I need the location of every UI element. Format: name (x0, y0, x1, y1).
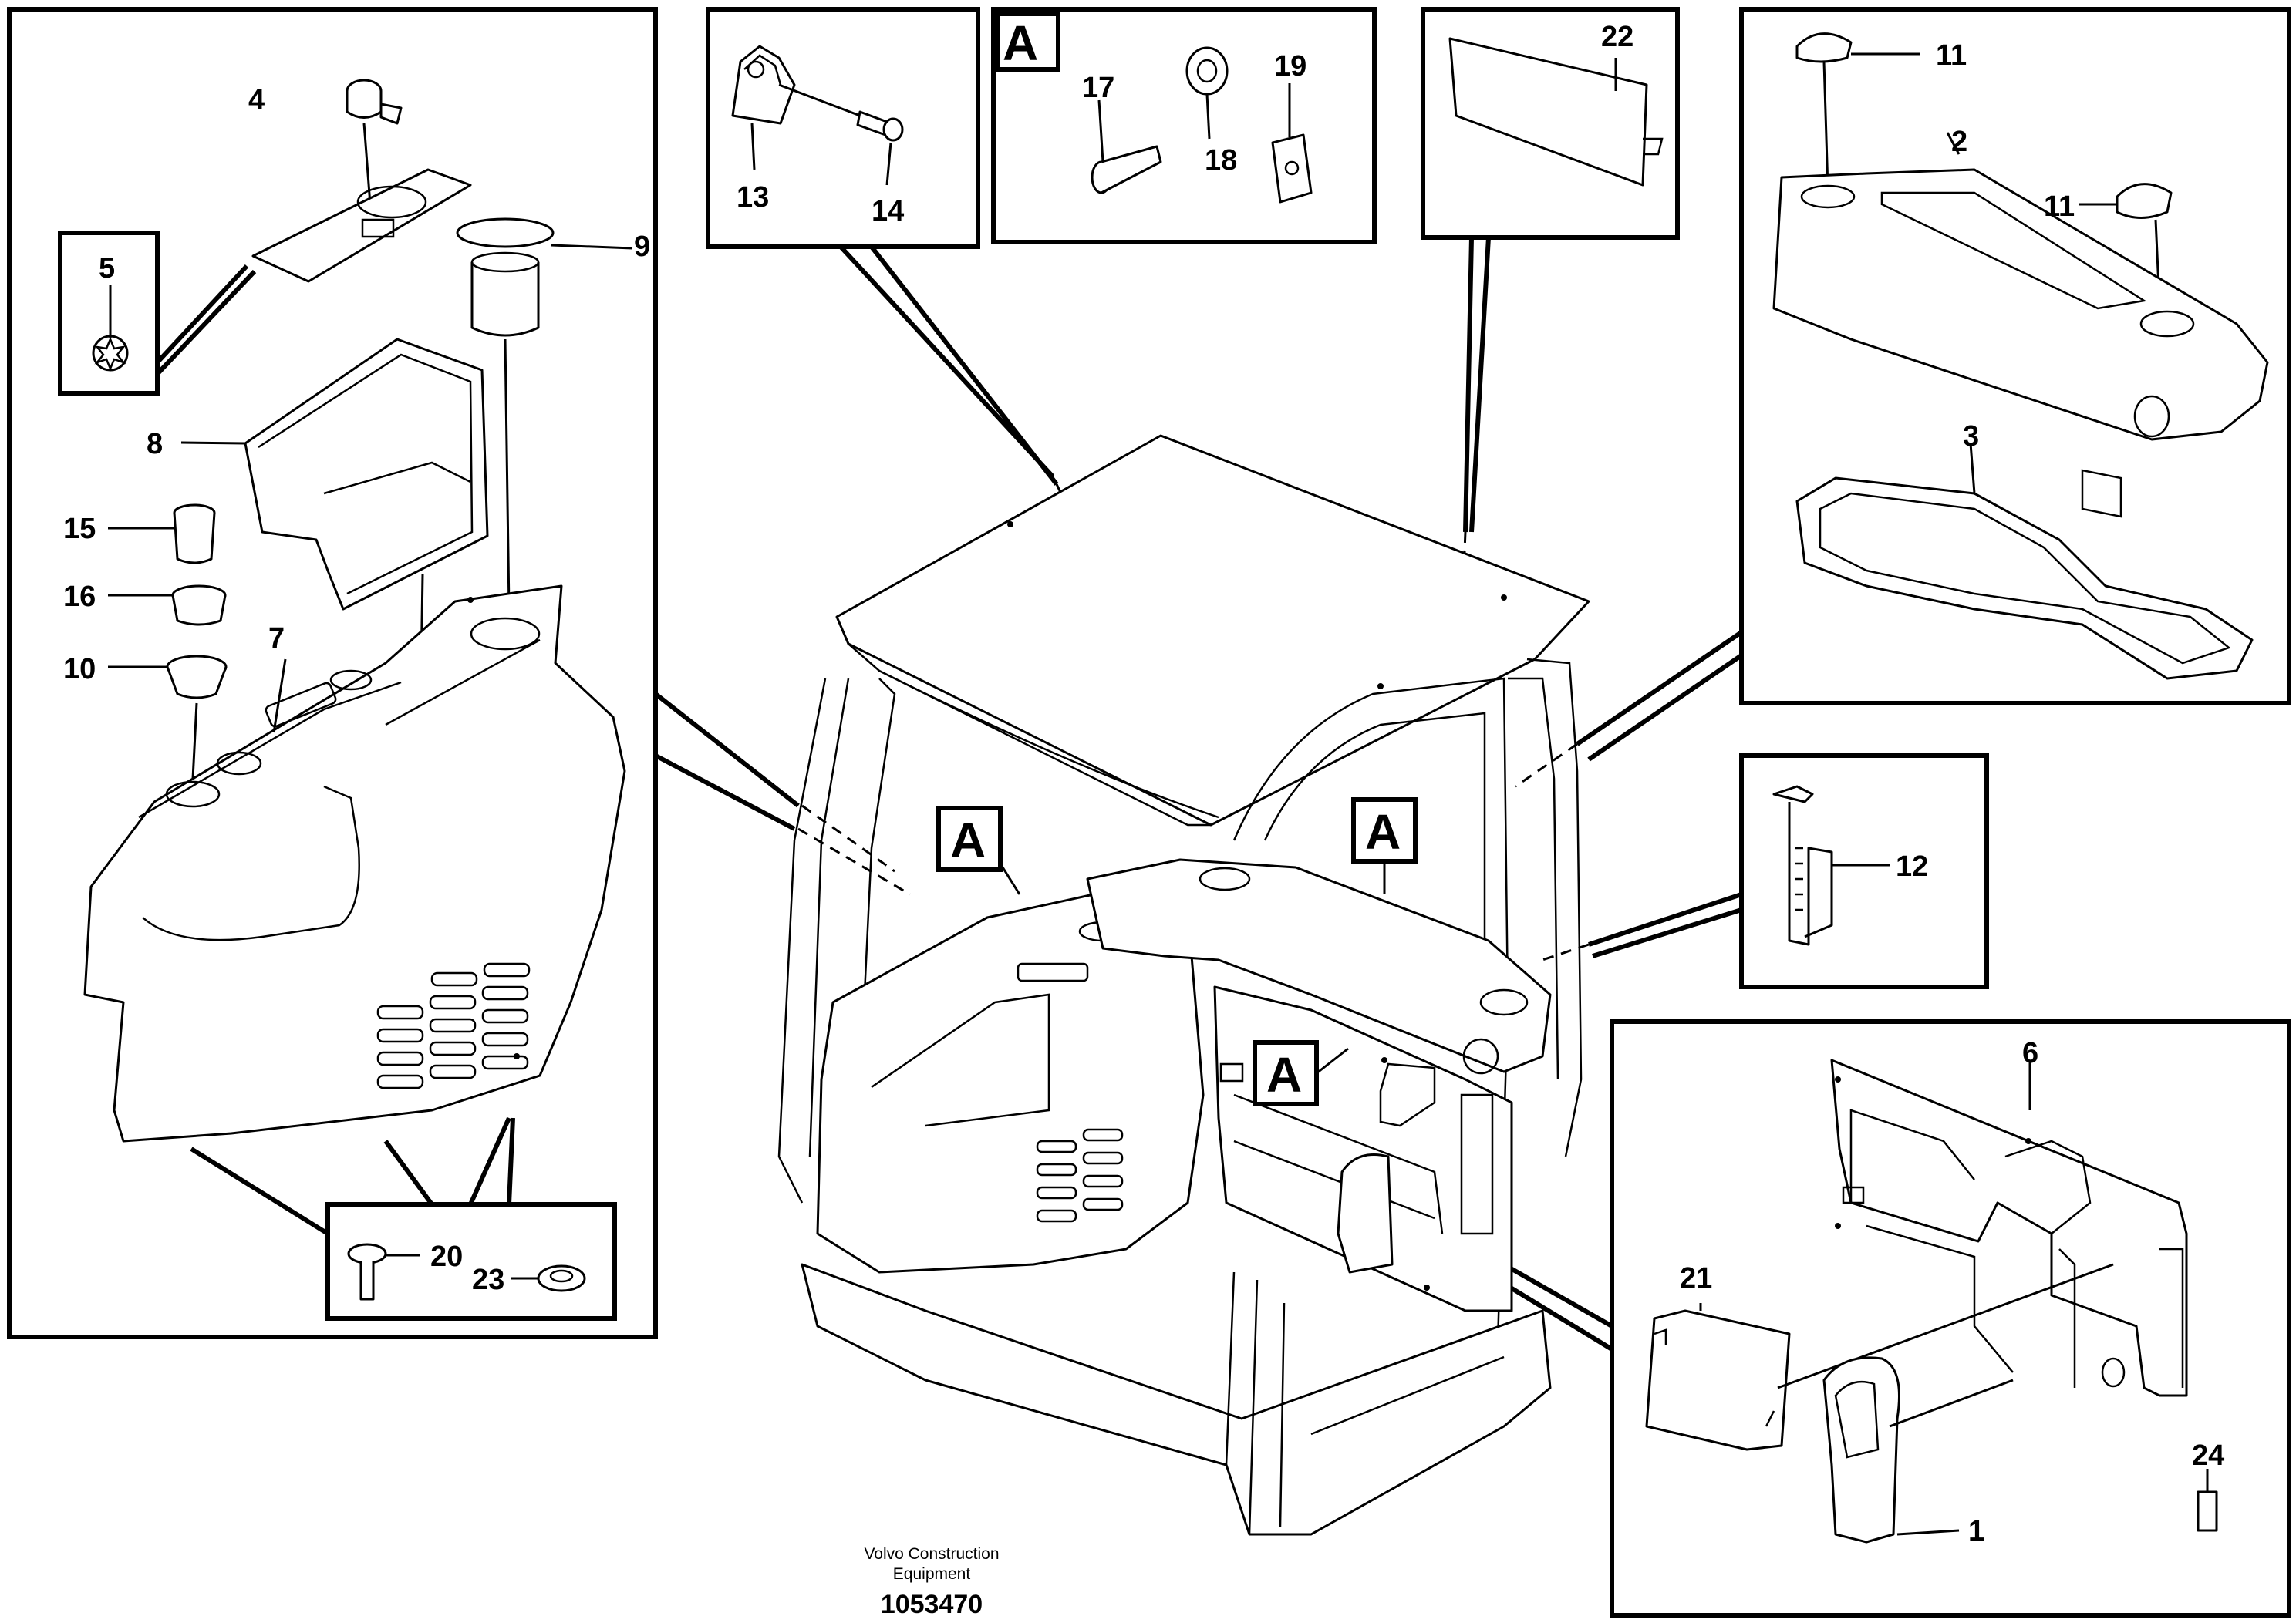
part-10-ring (108, 655, 228, 780)
part-20-screw (347, 1243, 420, 1301)
cab-roof-console (1086, 858, 1552, 1073)
callout-12: 12 (1896, 850, 1928, 883)
part-3-gasket (1795, 443, 2254, 680)
part-16-socket (108, 584, 227, 626)
callout-11-top: 11 (1936, 39, 1967, 72)
part-12-clip (1772, 785, 1890, 946)
part-19-clip-nut (1271, 83, 1313, 204)
footer-drawing-number: 1053470 (881, 1590, 983, 1619)
detail-box-washer-5 (58, 231, 160, 396)
callout-18: 18 (1205, 144, 1237, 177)
pointer-screw-23 (190, 1116, 515, 1236)
part-22-plate (1448, 37, 1664, 187)
cab-floor (801, 1263, 1552, 1536)
part-13-hook (731, 45, 796, 170)
callout-13: 13 (737, 181, 769, 214)
callout-8: 8 (147, 428, 163, 460)
detail-box-clip-12 (1739, 753, 1989, 989)
callout-16: 16 (63, 581, 96, 613)
svg-text:A: A (1365, 804, 1401, 860)
pointer-washer-5 (155, 264, 257, 376)
callout-22: 22 (1601, 21, 1633, 53)
part-23-grommet (511, 1264, 586, 1292)
part-4-lock (346, 79, 403, 205)
part-11-knob-right (2079, 183, 2173, 305)
hidden-line-roof (1515, 742, 1578, 788)
footer-company-line2: Equipment (893, 1565, 971, 1583)
cab-rear-panel (1213, 985, 1513, 1312)
ref-marker-panel: A (1003, 15, 1038, 71)
pointer-hook (838, 244, 1059, 486)
svg-text:A: A (950, 813, 986, 868)
svg-text:A: A (1266, 1047, 1302, 1103)
callout-1: 1 (1968, 1515, 1984, 1547)
part-15-knob (108, 503, 216, 564)
detail-box-roof-console (1739, 7, 2291, 705)
part-5-washer (92, 285, 129, 372)
ref-marker-cab-rear: A (1253, 1040, 1349, 1106)
cab-rear-hook (1337, 1153, 1394, 1274)
footer-company-line1: Volvo Construction (864, 1545, 999, 1563)
detail-box-left-console (7, 7, 658, 1339)
callout-11-right: 11 (2044, 190, 2075, 223)
callout-4: 4 (248, 84, 265, 116)
cab-frame-rear-pillar (1508, 658, 1583, 1157)
part-17-bolt (1091, 99, 1162, 194)
cab-left-console (816, 877, 1205, 1274)
callout-23: 23 (472, 1264, 504, 1296)
cab-door-frame (1232, 677, 1509, 1396)
part-14-screw (778, 83, 904, 186)
part-9-cup (456, 217, 633, 610)
part-24-pad (2197, 1469, 2218, 1532)
pointer-roof-console (1576, 630, 1743, 762)
hidden-line-left (797, 804, 911, 896)
pointer-clip (1588, 892, 1742, 958)
callout-2: 2 (1951, 126, 1967, 158)
callout-3: 3 (1963, 420, 1979, 453)
cab-frame-left-pillar (777, 678, 850, 1204)
detail-box-rear-panel (1610, 1019, 2291, 1618)
part-11-knob-top (1795, 32, 1920, 190)
part-1-hook (1822, 1356, 2014, 1544)
part-7-top-cover (251, 168, 472, 283)
part-2-roof-console (1772, 132, 2269, 518)
part-console-body (83, 584, 626, 1143)
left-console-vents (376, 962, 531, 1089)
detail-box-fasteners-A (991, 7, 1377, 244)
callout-17: 17 (1082, 72, 1114, 104)
ref-marker-cab-roof: A (1351, 797, 1418, 894)
callout-15: 15 (63, 513, 96, 545)
callout-10: 10 (63, 653, 96, 685)
part-21-cover (1645, 1263, 2114, 1451)
cab-left-console-vents (1036, 1128, 1124, 1223)
callout-21: 21 (1680, 1262, 1712, 1295)
callout-24: 24 (2192, 1439, 2224, 1472)
pointer-left-console (654, 692, 800, 831)
callout-14: 14 (872, 195, 904, 227)
part-6-rear-panel (1830, 1059, 2188, 1397)
callout-20: 20 (430, 1241, 463, 1273)
detail-box-plate-22 (1421, 7, 1680, 240)
callout-19: 19 (1274, 50, 1306, 82)
cab-assembly (777, 434, 1590, 1536)
ref-marker-box-panel (996, 12, 1060, 72)
ref-marker-cab-left: A (936, 806, 1021, 895)
part-18-washer (1185, 46, 1229, 140)
hidden-line-clip (1542, 943, 1590, 961)
callout-7: 7 (268, 622, 285, 655)
callout-6: 6 (2022, 1037, 2038, 1069)
callout-5: 5 (99, 252, 115, 285)
callout-9: 9 (634, 231, 650, 263)
pointer-plate (1463, 237, 1491, 533)
